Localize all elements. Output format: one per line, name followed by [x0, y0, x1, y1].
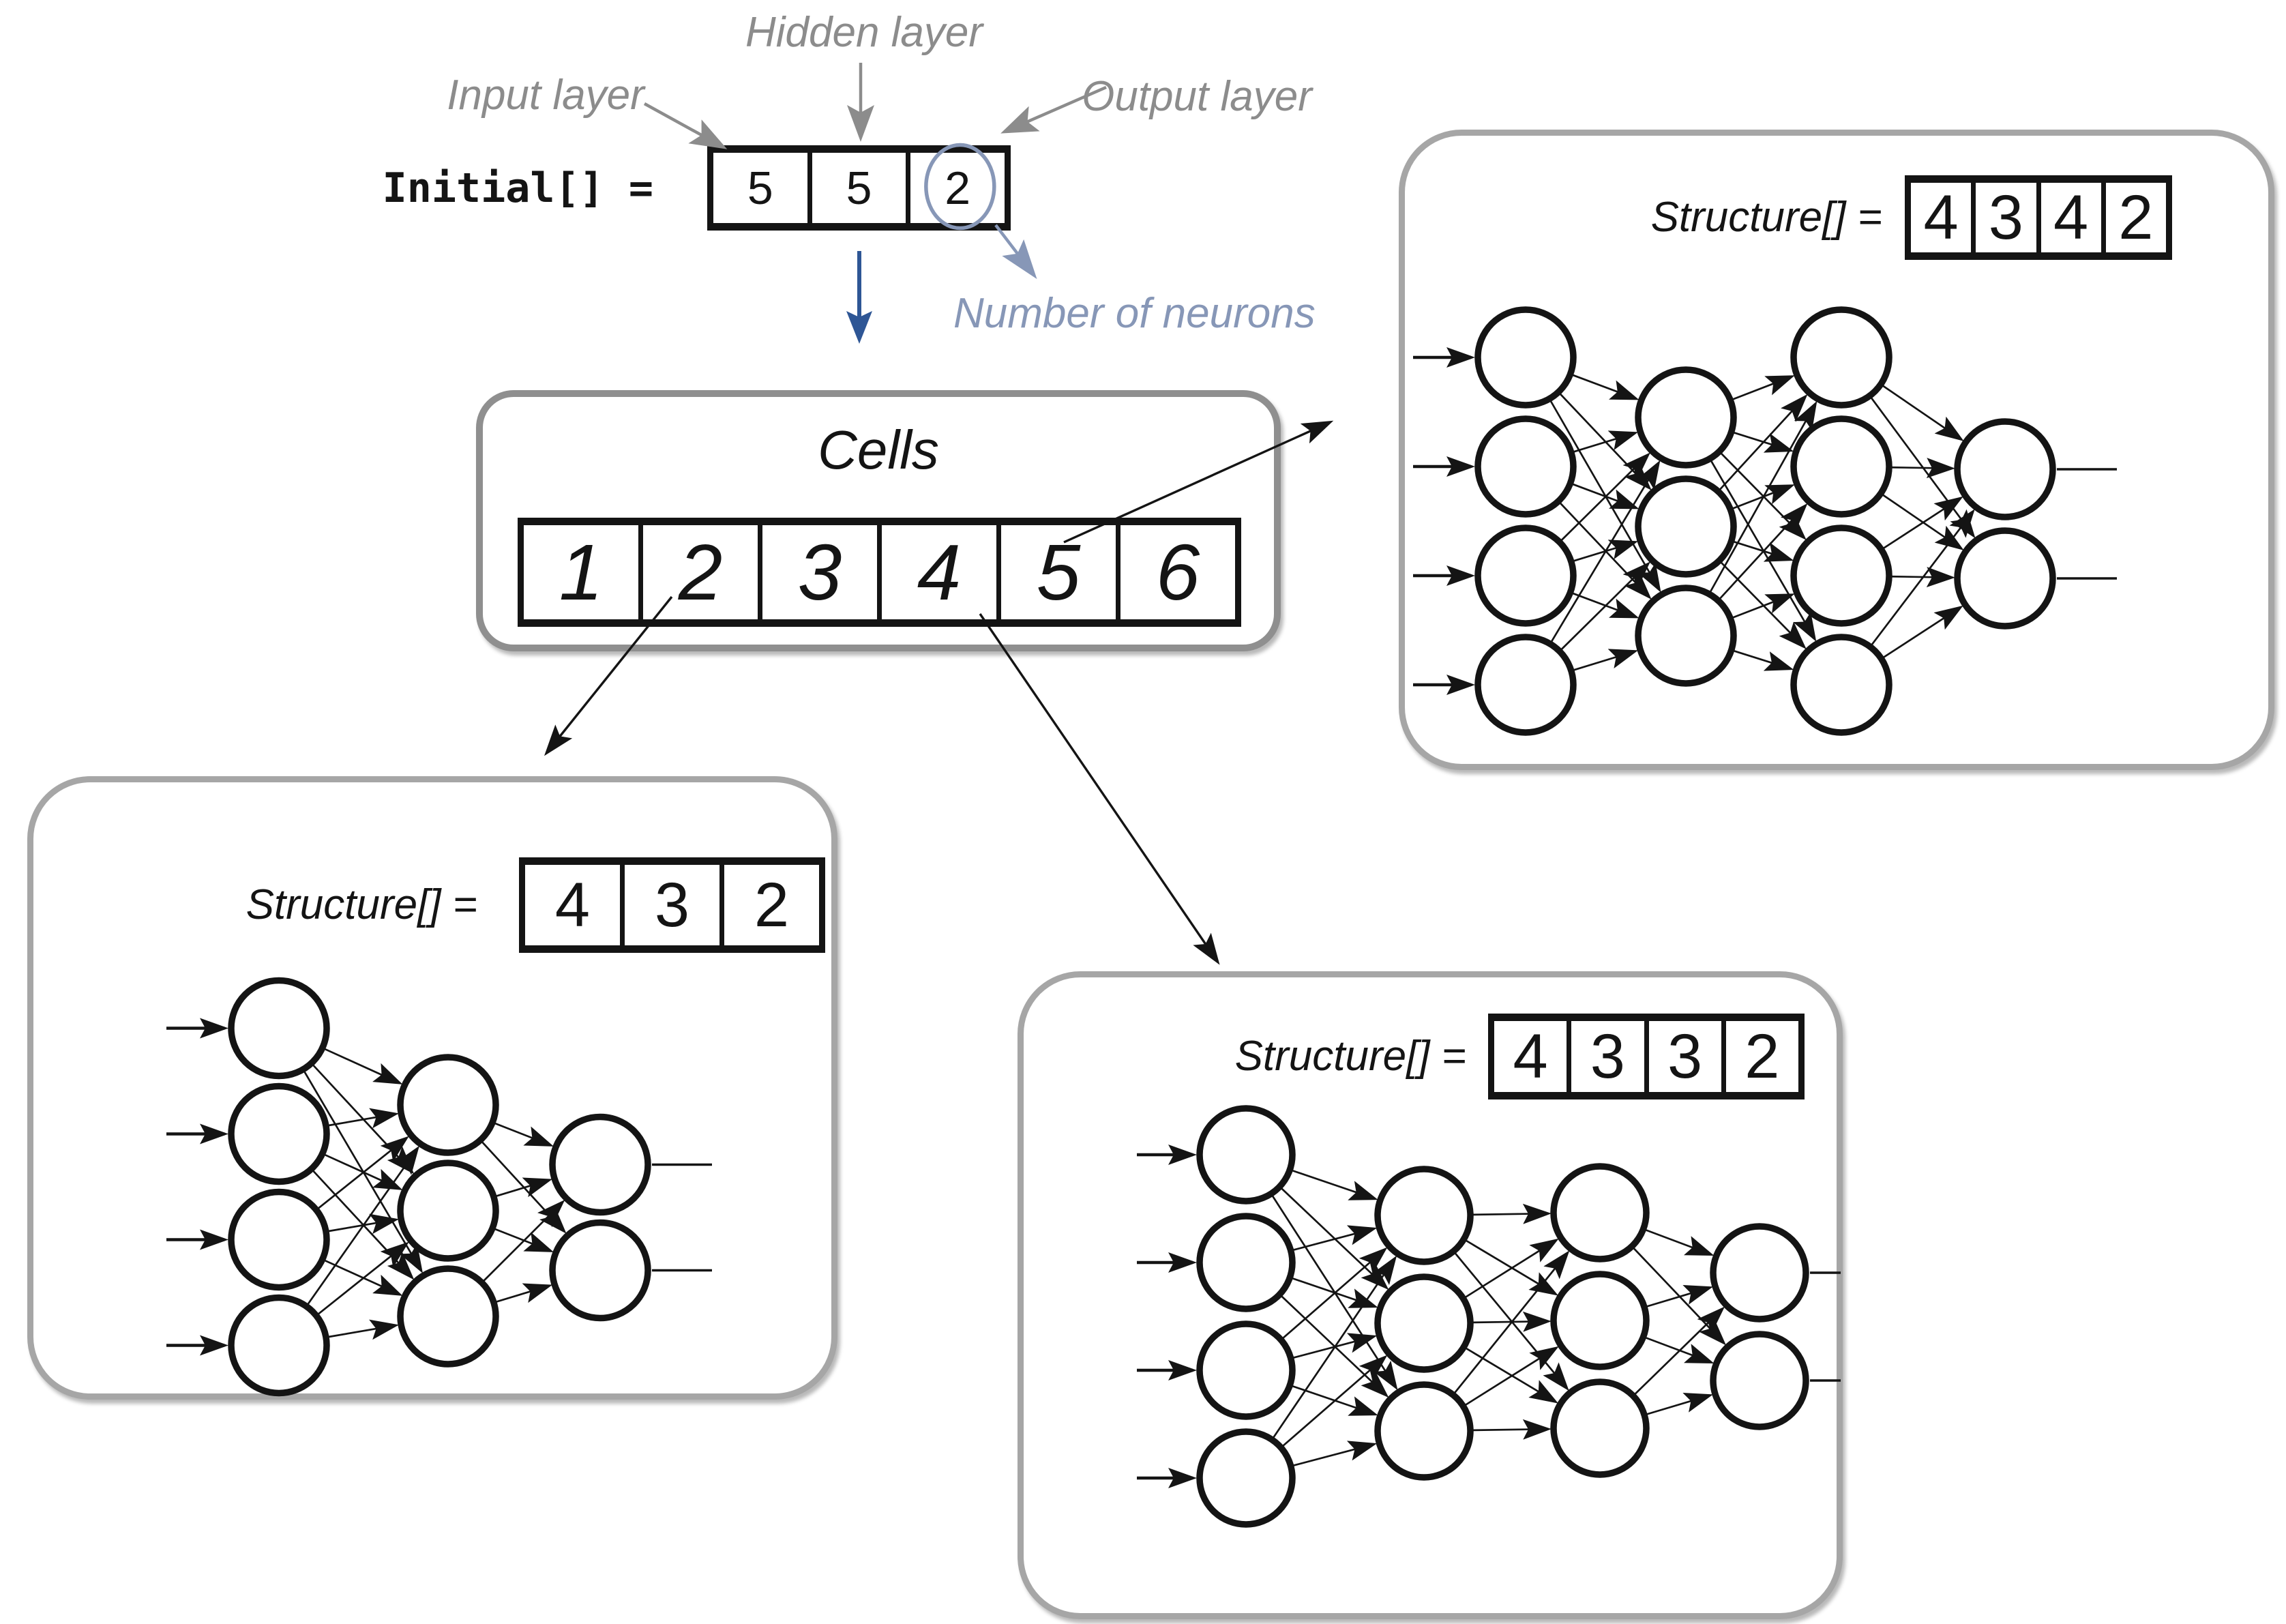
- array-cell: 3: [758, 525, 877, 619]
- hidden-layer-label: Hidden layer: [745, 9, 983, 56]
- array-cell: 3: [1567, 1021, 1644, 1092]
- array-cell: 2: [1721, 1021, 1798, 1092]
- structure-label-bottom-middle: Structure[] =: [1234, 1033, 1466, 1080]
- array-cell: 3: [1971, 183, 2036, 252]
- cells-title: Cells: [818, 419, 939, 480]
- cells-to-bottom-middle-arrow: [979, 613, 1220, 965]
- array-cell: 5: [996, 525, 1116, 619]
- array-cell: 1: [559, 528, 604, 617]
- array-cell: 2: [719, 865, 819, 945]
- array-cell: 2: [638, 525, 758, 619]
- array-cell: 2: [2101, 183, 2166, 252]
- input-layer-label: Input layer: [447, 72, 644, 119]
- array-cell: 4: [554, 870, 591, 940]
- array-cell: 4: [1923, 182, 1959, 252]
- output-layer-label: Output layer: [1082, 73, 1312, 120]
- structure-label-bottom-left: Structure[] =: [246, 881, 477, 928]
- array-cell: 2: [906, 153, 1005, 223]
- structure-label-top-right: Structure[] =: [1650, 194, 1882, 241]
- array-cell: 4: [877, 525, 996, 619]
- array-cell: 3: [620, 865, 719, 945]
- array-cell: 4: [1513, 1021, 1548, 1091]
- array-cell: 5: [807, 153, 906, 223]
- number-of-neurons-label: Number of neurons: [953, 290, 1316, 337]
- number-of-neurons-arrow: [994, 224, 1037, 280]
- array-cell: 4: [2036, 183, 2101, 252]
- initial-array-label: Initial[] =: [382, 164, 653, 212]
- array-cell: 6: [1116, 525, 1235, 619]
- array-cell: 5: [747, 162, 773, 214]
- array-cell: 3: [1644, 1021, 1721, 1092]
